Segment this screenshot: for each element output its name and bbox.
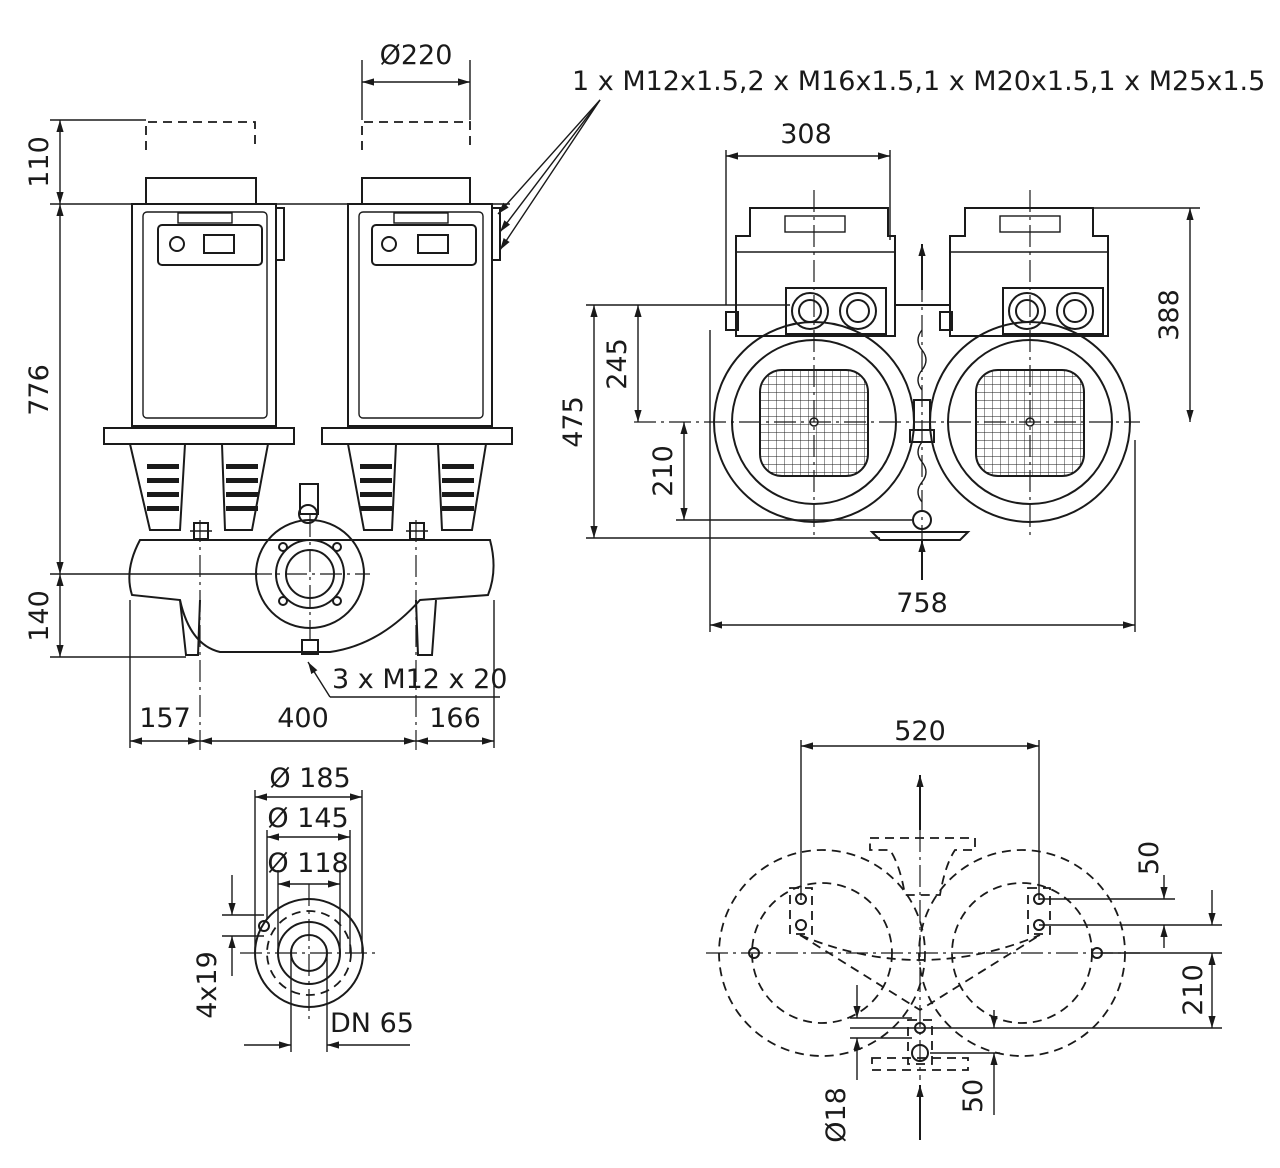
label-cable-glands: 1 x M12x1.5,2 x M16x1.5,1 x M20x1.5,1 x … xyxy=(572,66,1265,97)
dim-axis-to-base: 210 xyxy=(648,445,679,497)
dim-nominal-size: DN 65 xyxy=(330,1008,414,1039)
dim-foot-spacing: 520 xyxy=(894,716,946,747)
bottom-view xyxy=(706,740,1222,1140)
dim-bolt-circle: Ø 145 xyxy=(267,803,348,834)
side-view xyxy=(586,150,1200,632)
vent-plug-right xyxy=(406,522,428,540)
dim-height-to-module: 245 xyxy=(602,338,633,390)
dim-service-clearance: 110 xyxy=(24,136,55,188)
label-foot-threads: 3 x M12 x 20 xyxy=(332,664,507,695)
dim-height-total: 776 xyxy=(24,364,55,416)
dim-overall-height: 475 xyxy=(558,396,589,448)
bottom-dimensions: 520 50 210 Ø18 50 xyxy=(801,716,1216,1143)
dim-module-width: 308 xyxy=(780,119,832,150)
front-dimensions: Ø220 110 776 140 157 400 166 3 x M12 x 2… xyxy=(24,40,1265,745)
dim-base-left: 157 xyxy=(139,703,191,734)
front-view xyxy=(50,60,513,750)
side-dimensions: 308 388 245 210 475 758 xyxy=(558,119,1194,629)
dim-axis-offset: 210 xyxy=(1178,964,1209,1016)
dim-base-center: 400 xyxy=(277,703,329,734)
module-right-side xyxy=(939,207,1109,337)
motor-module-left xyxy=(103,203,295,445)
dim-axis-height: 140 xyxy=(24,590,55,642)
flange-dimensions: Ø 185 Ø 145 Ø 118 4x19 DN 65 xyxy=(192,763,414,1049)
dim-foot-offset-bottom: 50 xyxy=(958,1079,989,1113)
vent-plug-left xyxy=(190,522,212,540)
dim-outer-diameter: Ø 185 xyxy=(269,763,350,794)
dim-bolt-holes: 4x19 xyxy=(192,951,223,1019)
dim-foot-offset-top: 50 xyxy=(1134,841,1165,875)
motor-module-right xyxy=(321,203,513,445)
dim-raised-face: Ø 118 xyxy=(267,848,348,879)
dim-module-height: 388 xyxy=(1154,289,1185,341)
dim-overall-width: 758 xyxy=(896,588,948,619)
dim-base-right: 166 xyxy=(429,703,481,734)
flange-view xyxy=(222,790,378,1052)
dim-hole-diameter: Ø18 xyxy=(821,1087,852,1143)
module-left-side xyxy=(725,207,896,337)
dim-motor-diameter: Ø220 xyxy=(380,40,453,71)
